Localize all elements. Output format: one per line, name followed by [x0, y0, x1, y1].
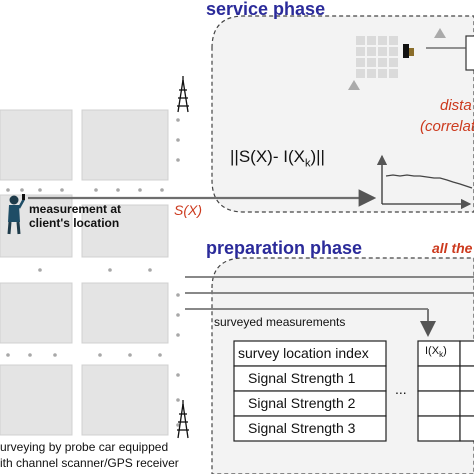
city-blocks [0, 109, 169, 436]
map-preview-box [465, 35, 474, 71]
signal-grid-icon [356, 36, 398, 78]
all-the-label: all the [432, 240, 473, 256]
person-icon [7, 194, 26, 235]
table-row [233, 340, 387, 367]
antenna-tower-icon [177, 76, 189, 113]
probe-car-markers [6, 118, 180, 427]
table-row [233, 365, 387, 392]
distance-formula: ||S(X)- I(Xk)|| [230, 147, 325, 170]
distance-label: dista [440, 97, 472, 114]
preparation-phase-title: preparation phase [206, 238, 363, 258]
correlation-label: (correlat [420, 118, 474, 135]
fingerprint-column-header: I(Xk) [425, 345, 447, 360]
table-cell: survey location index [238, 345, 369, 361]
table-cell: Signal Strength 3 [248, 420, 356, 436]
probe-caption-line2: ith channel scanner/GPS receiver [0, 456, 179, 470]
direction-triangle-icon [348, 80, 360, 90]
table-cell: Signal Strength 1 [248, 370, 356, 386]
signal-label: S(X) [174, 202, 202, 218]
measurement-label-line1: measurement at [29, 202, 122, 216]
fingerprint-column [417, 340, 474, 442]
surveyed-measurements-label: surveyed measurements [214, 315, 346, 329]
table-ellipsis: ... [395, 381, 407, 397]
table-cell: Signal Strength 2 [248, 395, 356, 411]
measurement-label-line2: client's location [29, 216, 120, 230]
service-phase-panel [211, 15, 474, 213]
mobile-phone-icon [403, 44, 414, 58]
service-phase-title: service phase [206, 0, 326, 19]
distance-curve [385, 174, 473, 189]
direction-triangle-icon [434, 28, 446, 38]
table-row [233, 390, 387, 417]
antenna-tower-icon [177, 400, 189, 439]
distance-plot [376, 154, 473, 210]
survey-table [233, 340, 387, 442]
table-row [233, 415, 387, 442]
probe-caption-line1: urveying by probe car equipped [0, 440, 169, 454]
